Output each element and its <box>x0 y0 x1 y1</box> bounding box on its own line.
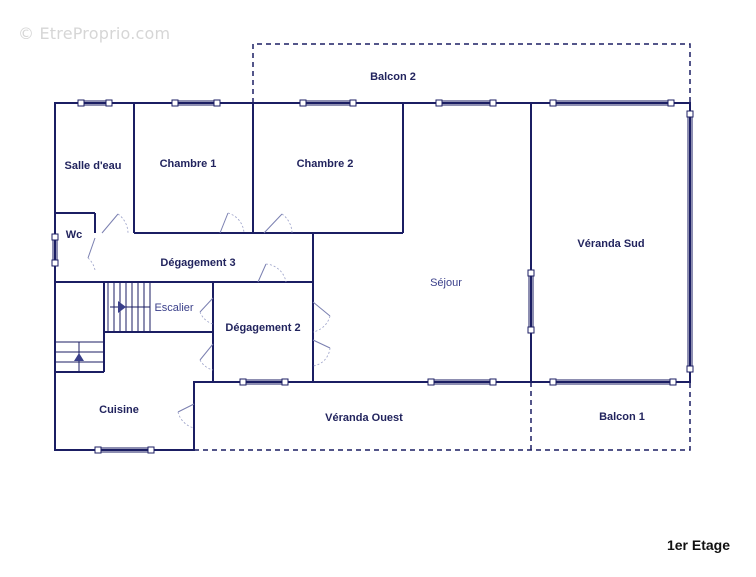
label-wc: Wc <box>66 229 83 241</box>
label-sejour: Séjour <box>430 277 462 289</box>
floor-label: 1er Etage <box>666 537 730 553</box>
label-balcon-2: Balcon 2 <box>370 71 416 83</box>
label-degagement-3: Dégagement 3 <box>160 257 235 269</box>
label-veranda-ouest: Véranda Ouest <box>325 412 403 424</box>
label-escalier: Escalier <box>154 302 193 314</box>
label-chambre-2: Chambre 2 <box>297 158 354 170</box>
doors <box>87 212 331 429</box>
watermark: © EtreProprio.com <box>18 24 171 43</box>
dashed-outlines <box>194 43 691 451</box>
label-cuisine: Cuisine <box>99 404 139 416</box>
windows <box>51 99 694 454</box>
walls <box>54 102 691 451</box>
label-chambre-1: Chambre 1 <box>160 158 217 170</box>
room-labels: Balcon 2 Salle d'eau Chambre 1 Chambre 2… <box>64 71 644 424</box>
label-veranda-sud: Véranda Sud <box>577 238 644 250</box>
label-salle-deau: Salle d'eau <box>64 160 121 172</box>
staircase <box>55 282 151 372</box>
label-degagement-2: Dégagement 2 <box>225 322 300 334</box>
label-balcon-1: Balcon 1 <box>599 411 645 423</box>
